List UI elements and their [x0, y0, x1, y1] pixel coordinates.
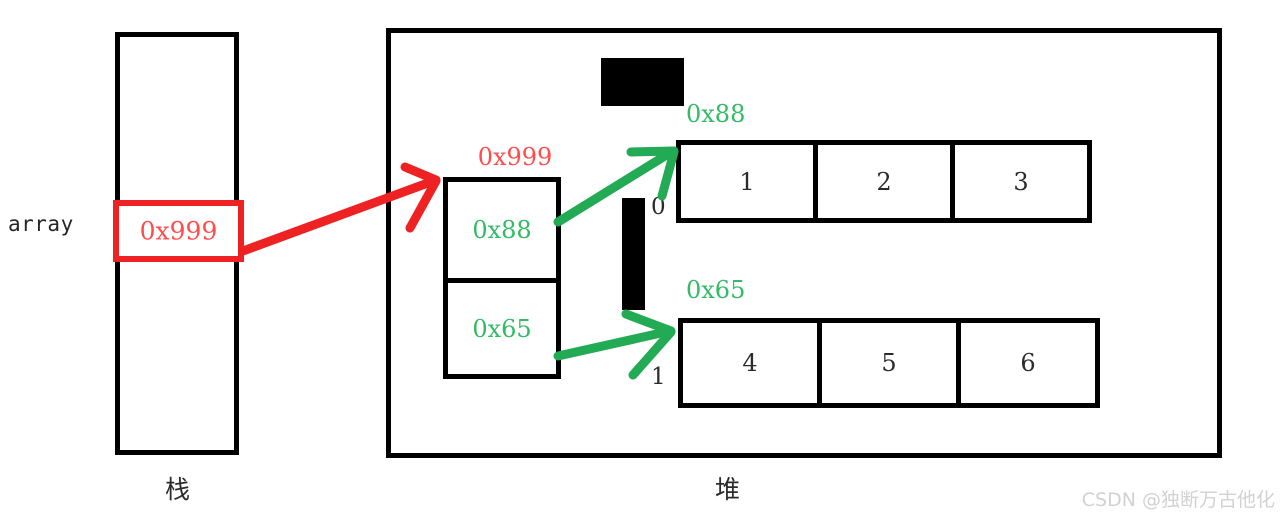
data-row-1-address-label: 0x65 — [686, 276, 746, 304]
data-row-0-cell-2: 3 — [950, 145, 1087, 218]
pointer-array-address-label: 0x999 — [477, 143, 553, 171]
stack-caption: 栈 — [164, 475, 190, 504]
data-row-1-index-label: 1 — [651, 364, 666, 390]
watermark: CSDN @独断万古他化 — [1081, 489, 1275, 511]
data-row-1-cell-0: 4 — [742, 349, 758, 377]
data-row-1: 4 5 6 — [678, 318, 1100, 408]
data-row-0-address-label: 0x88 — [686, 100, 746, 128]
heap-caption: 堆 — [714, 475, 740, 504]
stack-slot-value: 0x999 — [139, 216, 218, 246]
black-filler-block-middle — [622, 198, 645, 310]
stack-variable-label: array — [8, 212, 74, 236]
data-row-1-cell-1: 5 — [817, 323, 956, 403]
data-row-0: 1 2 3 — [676, 140, 1092, 223]
pointer-array-cell-1: 0x65 — [448, 278, 556, 374]
black-filler-block-top — [601, 58, 684, 106]
stack-variable-slot: 0x999 — [113, 200, 244, 262]
data-row-0-cell-0: 1 — [739, 167, 755, 196]
pointer-array: 0x88 0x65 — [443, 177, 561, 379]
data-row-1-cell-2: 6 — [956, 323, 1095, 403]
pointer-array-cell-0: 0x88 — [472, 216, 532, 244]
data-row-0-cell-1: 2 — [813, 145, 950, 218]
data-row-0-index-label: 0 — [651, 194, 666, 220]
